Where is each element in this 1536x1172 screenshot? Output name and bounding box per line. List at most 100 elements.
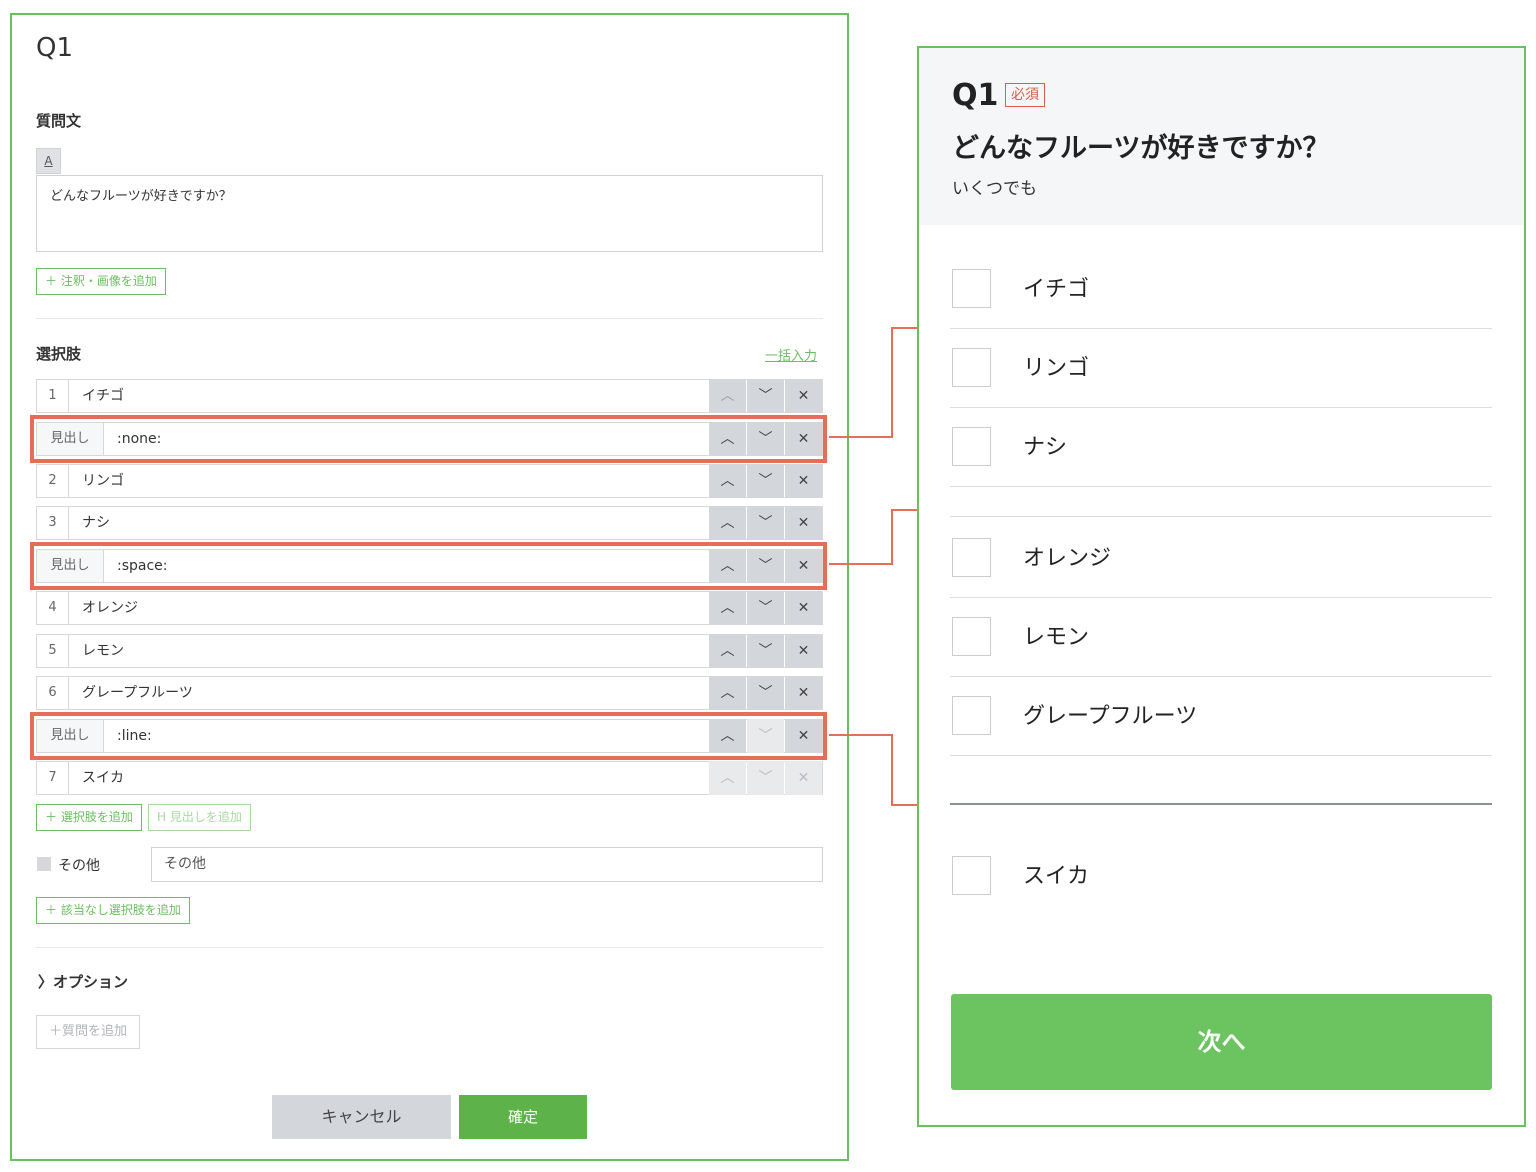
add-none-choice-button[interactable]: ＋ 該当なし選択肢を追加 <box>36 897 190 924</box>
other-input[interactable]: その他 <box>151 847 823 882</box>
choice-text[interactable]: オレンジ <box>82 600 138 616</box>
add-heading-button[interactable]: H 見出しを追加 <box>148 804 251 831</box>
chevron-up-icon[interactable]: ︿ <box>709 506 746 540</box>
question-number: Q1 <box>952 78 999 113</box>
other-label: その他 <box>58 858 100 874</box>
choice-label: オレンジ <box>1023 546 1112 571</box>
cancel-button[interactable]: キャンセル <box>272 1095 451 1139</box>
choice-text[interactable]: ナシ <box>82 515 110 531</box>
checkbox[interactable] <box>952 617 991 656</box>
choice-text[interactable]: レモン <box>82 643 124 659</box>
choice-label: レモン <box>1023 625 1090 650</box>
choice-item[interactable]: ナシ <box>950 407 1492 487</box>
choice-number: 5 <box>37 635 69 667</box>
choice-item[interactable]: レモン <box>950 597 1492 677</box>
choice-text[interactable]: スイカ <box>82 770 124 786</box>
chevron-down-icon[interactable]: ﹀ <box>747 591 784 625</box>
choice-text[interactable]: グレープフルーツ <box>82 685 193 701</box>
close-icon[interactable]: ✕ <box>785 591 822 625</box>
chevron-right-icon: 〉 <box>38 973 54 991</box>
checkbox[interactable] <box>952 269 991 308</box>
chevron-down-icon[interactable]: ﹀ <box>747 549 784 583</box>
chevron-down-icon[interactable]: ﹀ <box>747 634 784 668</box>
close-icon[interactable]: ✕ <box>785 761 822 795</box>
close-icon[interactable]: ✕ <box>785 676 822 710</box>
choice-number: 3 <box>37 507 69 539</box>
divider <box>36 318 823 319</box>
chevron-up-icon[interactable]: ︿ <box>709 634 746 668</box>
add-question-button[interactable]: ＋質問を追加 <box>36 1015 141 1049</box>
choice-row[interactable]: 2 リンゴ ︿ ﹀ ✕ <box>36 464 823 498</box>
checkbox[interactable] <box>952 348 991 387</box>
choice-number: 4 <box>37 592 69 624</box>
choice-row[interactable]: 5 レモン ︿ ﹀ ✕ <box>36 634 823 668</box>
bulk-input-link[interactable]: 一括入力 <box>765 349 818 364</box>
required-badge: 必須 <box>1005 83 1045 107</box>
choice-number: 1 <box>37 380 69 412</box>
close-icon[interactable]: ✕ <box>785 506 822 540</box>
add-note-image-button[interactable]: ＋ 注釈・画像を追加 <box>36 268 166 295</box>
choice-label: スイカ <box>1023 864 1090 889</box>
checkbox[interactable] <box>952 696 991 735</box>
checkbox[interactable] <box>952 856 991 895</box>
close-icon[interactable]: ✕ <box>785 422 822 456</box>
choice-item[interactable]: イチゴ <box>950 249 1492 329</box>
options-toggle[interactable]: 〉オプション <box>38 971 128 992</box>
chevron-down-icon[interactable]: ﹀ <box>747 379 784 413</box>
heading-tag: 見出し <box>37 550 104 582</box>
choice-label: リンゴ <box>1023 356 1090 381</box>
checkbox[interactable] <box>952 538 991 577</box>
choice-item[interactable]: リンゴ <box>950 328 1492 408</box>
chevron-down-icon[interactable]: ﹀ <box>747 506 784 540</box>
heading-text[interactable]: :line: <box>117 728 152 744</box>
choice-row[interactable]: 1 イチゴ ︿ ﹀ ✕ <box>36 379 823 413</box>
choice-item[interactable]: スイカ <box>950 836 1492 916</box>
heading-text[interactable]: :none: <box>117 431 162 447</box>
chevron-down-icon[interactable]: ﹀ <box>747 719 784 753</box>
choice-text[interactable]: リンゴ <box>82 473 124 489</box>
next-button[interactable]: 次へ <box>951 994 1492 1090</box>
choice-item[interactable]: オレンジ <box>950 518 1492 598</box>
heading-tag: 見出し <box>37 423 104 455</box>
close-icon[interactable]: ✕ <box>785 634 822 668</box>
heading-text[interactable]: :space: <box>117 558 168 574</box>
choice-item[interactable]: グレープフルーツ <box>950 676 1492 756</box>
heading-row[interactable]: 見出し :line: ︿ ﹀ ✕ <box>36 719 823 753</box>
chevron-up-icon[interactable]: ︿ <box>709 379 746 413</box>
confirm-button[interactable]: 確定 <box>459 1095 587 1139</box>
checkbox[interactable] <box>952 427 991 466</box>
close-icon[interactable]: ✕ <box>785 464 822 498</box>
heading-row[interactable]: 見出し :space: ︿ ﹀ ✕ <box>36 549 823 583</box>
choices-label: 選択肢 <box>36 345 82 363</box>
heading-tag: 見出し <box>37 720 104 752</box>
choice-row[interactable]: 4 オレンジ ︿ ﹀ ✕ <box>36 591 823 625</box>
chevron-down-icon[interactable]: ﹀ <box>747 761 784 795</box>
chevron-up-icon[interactable]: ︿ <box>709 761 746 795</box>
options-label: オプション <box>53 973 129 991</box>
question-text: どんなフルーツが好きですか？ <box>952 133 1330 164</box>
choice-row[interactable]: 3 ナシ ︿ ﹀ ✕ <box>36 506 823 540</box>
other-checkbox[interactable] <box>37 857 51 871</box>
close-icon[interactable]: ✕ <box>785 549 822 583</box>
line-heading <box>950 803 1492 805</box>
chevron-up-icon[interactable]: ︿ <box>709 549 746 583</box>
add-choice-button[interactable]: ＋ 選択肢を追加 <box>36 804 142 831</box>
chevron-down-icon[interactable]: ﹀ <box>747 464 784 498</box>
heading-row[interactable]: 見出し :none: ︿ ﹀ ✕ <box>36 422 823 456</box>
text-format-button[interactable]: A <box>36 148 61 174</box>
close-icon[interactable]: ✕ <box>785 379 822 413</box>
choice-row[interactable]: 6 グレープフルーツ ︿ ﹀ ✕ <box>36 676 823 710</box>
chevron-up-icon[interactable]: ︿ <box>709 464 746 498</box>
chevron-up-icon[interactable]: ︿ <box>709 422 746 456</box>
chevron-up-icon[interactable]: ︿ <box>709 719 746 753</box>
choice-row[interactable]: 7 スイカ ︿ ﹀ ✕ <box>36 761 823 795</box>
question-textarea[interactable]: どんなフルーツが好きですか？ <box>36 175 823 252</box>
close-icon[interactable]: ✕ <box>785 719 822 753</box>
chevron-down-icon[interactable]: ﹀ <box>747 422 784 456</box>
highlight-space-heading <box>30 542 827 590</box>
chevron-down-icon[interactable]: ﹀ <box>747 676 784 710</box>
chevron-up-icon[interactable]: ︿ <box>709 591 746 625</box>
choice-label: ナシ <box>1023 435 1068 460</box>
choice-text[interactable]: イチゴ <box>82 388 124 404</box>
chevron-up-icon[interactable]: ︿ <box>709 676 746 710</box>
